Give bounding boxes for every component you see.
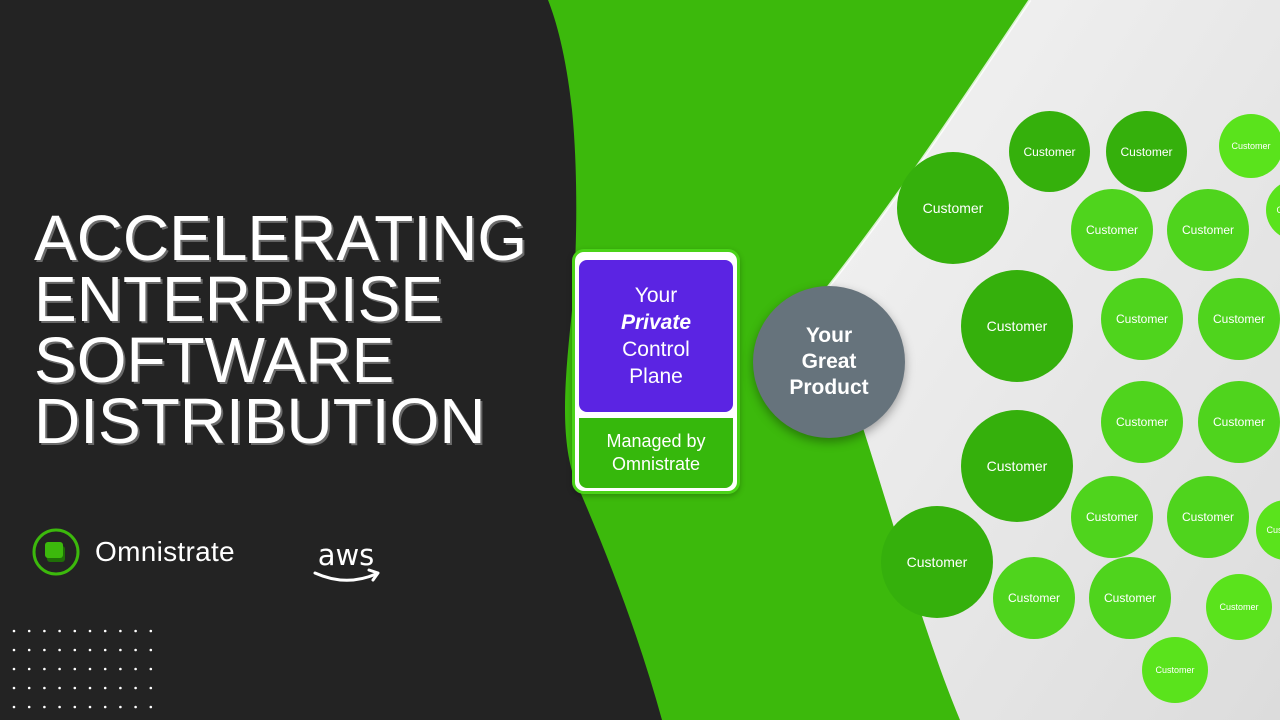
aws-logo-text: aws xyxy=(318,538,375,572)
customer-circle: Customer xyxy=(1219,114,1280,178)
decoration-dot xyxy=(43,667,46,671)
decoration-dot xyxy=(73,648,77,652)
decoration-dot xyxy=(73,686,77,690)
decoration-dot xyxy=(12,686,16,690)
dot-grid-decoration xyxy=(12,629,153,709)
decoration-dot xyxy=(103,667,107,671)
decoration-dot xyxy=(103,686,107,690)
aws-logo-icon: aws xyxy=(313,538,380,582)
control-plane-line: Plane xyxy=(629,365,683,388)
customer-circle: Customer xyxy=(1009,111,1090,192)
decoration-dot xyxy=(27,667,31,671)
decoration-dot xyxy=(43,686,46,690)
decoration-dot xyxy=(43,705,46,709)
decoration-dot xyxy=(27,705,31,709)
customer-circle: Customer xyxy=(1071,476,1153,558)
decoration-dot xyxy=(58,667,61,671)
headline-line: SOFTWARE xyxy=(34,324,395,396)
decoration-dot xyxy=(134,629,137,633)
decoration-dot xyxy=(149,648,153,652)
omnistrate-name: Omnistrate xyxy=(95,536,235,567)
decoration-dot xyxy=(27,686,31,690)
private-control-plane-card: Your Private Control Plane Managed by Om… xyxy=(572,249,740,494)
customer-circle: Customer xyxy=(1071,189,1153,271)
wedge-highlight xyxy=(816,0,1032,301)
decoration-dot xyxy=(73,629,77,633)
great-product-circle: Your Great Product xyxy=(753,286,905,438)
customer-circle: Customer xyxy=(1142,637,1208,703)
decoration-dot xyxy=(149,629,153,633)
decoration-dot xyxy=(119,705,122,709)
product-line: Great xyxy=(801,350,857,373)
customer-circle: Customer xyxy=(1198,381,1280,463)
headline: ACCELERATING ENTERPRISE SOFTWARE DISTRIB… xyxy=(34,202,528,457)
decoration-dot xyxy=(134,648,137,652)
omnistrate-logo-icon xyxy=(32,528,80,576)
customer-circle: Customer xyxy=(881,506,993,618)
decoration-dot xyxy=(43,629,46,633)
decoration-dot xyxy=(119,686,122,690)
control-plane-panel: Your Private Control Plane xyxy=(579,260,733,412)
decoration-dot xyxy=(103,629,107,633)
decoration-dot xyxy=(73,705,77,709)
customer-circle: Customer xyxy=(1266,180,1280,240)
decoration-dot xyxy=(58,648,61,652)
decoration-dot xyxy=(149,667,153,671)
control-plane-emphasis: Private xyxy=(620,311,692,334)
decoration-dot xyxy=(58,686,61,690)
decoration-dot xyxy=(12,648,16,652)
managed-by-line: Managed by xyxy=(606,431,706,451)
decoration-dot xyxy=(43,648,46,652)
headline-line: DISTRIBUTION xyxy=(34,385,486,457)
decoration-dot xyxy=(88,705,92,709)
customer-circle: Customer xyxy=(1101,278,1183,360)
product-line: Your xyxy=(805,324,853,347)
decoration-dot xyxy=(103,648,107,652)
decoration-dot xyxy=(119,648,122,652)
decoration-dot xyxy=(73,667,77,671)
control-plane-line: Your xyxy=(634,284,678,307)
decoration-dot xyxy=(12,667,16,671)
decoration-dot xyxy=(88,648,92,652)
customer-circle: Customer xyxy=(897,152,1009,264)
omnistrate-brand: Omnistrate xyxy=(32,527,235,577)
decoration-dot xyxy=(12,629,16,633)
decoration-dot xyxy=(58,705,61,709)
decoration-dot xyxy=(119,629,122,633)
headline-line: ACCELERATING xyxy=(34,202,528,274)
headline-line: ENTERPRISE xyxy=(34,263,443,335)
customer-circle: Customer xyxy=(1167,476,1249,558)
customer-circle: Customer xyxy=(1101,381,1183,463)
customer-circle: Customer xyxy=(1167,189,1249,271)
decoration-dot xyxy=(58,629,61,633)
decoration-dot xyxy=(88,686,92,690)
decoration-dot xyxy=(12,705,16,709)
customer-circle: Customer xyxy=(1106,111,1187,192)
decoration-dot xyxy=(134,686,137,690)
decoration-dot xyxy=(134,667,137,671)
managed-by-line: Omnistrate xyxy=(611,454,701,474)
customer-circle: Customer xyxy=(1198,278,1280,360)
decoration-dot xyxy=(27,648,31,652)
customer-circle: Customer xyxy=(1206,574,1272,640)
customer-circle: Customer xyxy=(993,557,1075,639)
product-line: Product xyxy=(789,376,869,399)
control-plane-line: Control xyxy=(622,338,690,361)
customer-circle: Customer xyxy=(961,410,1073,522)
decoration-dot xyxy=(88,629,92,633)
customer-circle: Customer xyxy=(1089,557,1171,639)
customer-circle: Customer xyxy=(961,270,1073,382)
managed-by-panel: Managed by Omnistrate xyxy=(579,418,733,488)
decoration-dot xyxy=(88,667,92,671)
decoration-dot xyxy=(119,667,122,671)
decoration-dot xyxy=(149,705,153,709)
decoration-dot xyxy=(134,705,137,709)
decoration-dot xyxy=(149,686,153,690)
decoration-dot xyxy=(27,629,31,633)
decoration-dot xyxy=(103,705,107,709)
